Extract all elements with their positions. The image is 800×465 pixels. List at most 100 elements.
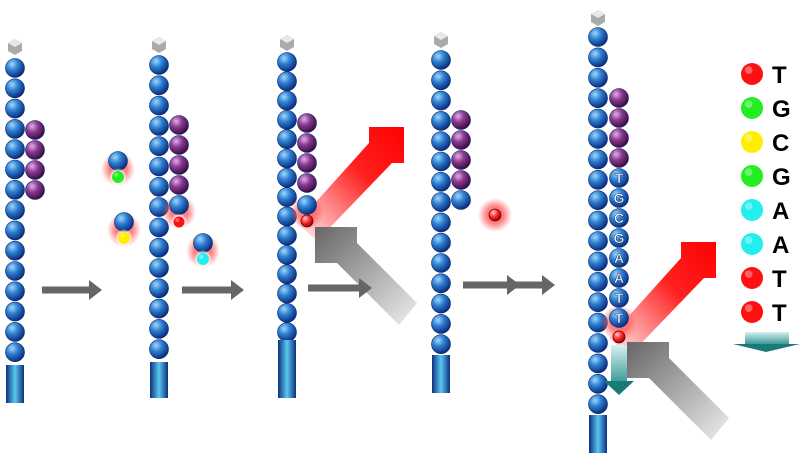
sequenced-base-letter: T: [615, 310, 624, 326]
legend-dot-core: [741, 63, 763, 85]
template-bead: [5, 98, 25, 119]
sequenced-base-bead: [609, 188, 629, 208]
template-bead: [431, 111, 451, 131]
strand-cap-icon: [8, 39, 22, 55]
primer-bead: [169, 175, 189, 195]
strand-anchor: [6, 365, 24, 403]
arrow-head: [359, 278, 372, 298]
legend-dot-highlight: [744, 66, 753, 74]
legend-letter: G: [772, 164, 791, 191]
template-bead: [431, 50, 451, 70]
nucleotide-label-dot: [194, 250, 212, 268]
template-bead: [149, 136, 169, 156]
primer-bead: [25, 120, 45, 140]
primer-bead: [169, 115, 189, 135]
primer-bead: [609, 88, 629, 108]
template-bead: [588, 170, 608, 190]
nucleotide-label-dot: [170, 213, 188, 231]
legend-dot: [738, 230, 766, 258]
primer-bead: [297, 113, 317, 133]
legend-dot-highlight: [744, 270, 753, 278]
template-bead: [431, 273, 451, 294]
arrow-head: [542, 275, 555, 295]
legend-letter: T: [772, 266, 787, 293]
nucleotide-label-dot-core: [118, 232, 130, 244]
legend-letter: T: [772, 300, 787, 327]
legend-dot-core: [741, 199, 763, 221]
legend-dot: [738, 162, 766, 190]
template-bead: [5, 220, 25, 241]
nucleotide-bead: [114, 212, 134, 232]
template-bead: [5, 261, 25, 281]
step-arrow-icon: [42, 280, 102, 300]
template-bead: [149, 278, 169, 299]
gray-arrow: [627, 342, 729, 440]
template-bead: [5, 322, 25, 342]
cap-top: [280, 35, 294, 43]
legend-dot-core: [741, 97, 763, 119]
template-bead: [588, 373, 608, 394]
template-bead: [5, 58, 25, 78]
gray-arrow: [315, 227, 417, 325]
legend-down-arrow-icon: [733, 332, 800, 352]
template-bead: [277, 303, 297, 323]
nucleotide-label-dot-core: [197, 253, 209, 265]
template-bead: [588, 47, 608, 68]
template-bead: [431, 151, 451, 172]
incorporated-nucleotide: [451, 190, 471, 210]
sequenced-base-letter: A: [614, 270, 624, 286]
template-bead: [149, 258, 169, 278]
primer-bead: [25, 180, 45, 200]
legend-dot-core: [741, 165, 763, 187]
legend-dot-highlight: [744, 236, 753, 244]
template-bead: [149, 237, 169, 258]
template-bead: [149, 75, 169, 96]
template-bead: [431, 334, 451, 355]
legend-arrow-head: [733, 344, 800, 352]
template-bead: [149, 217, 169, 238]
primer-bead: [297, 133, 317, 153]
legend-letter: G: [772, 96, 791, 123]
template-bead: [5, 119, 25, 139]
nucleotide-label-dot-highlight: [199, 254, 204, 259]
template-bead: [431, 293, 451, 314]
primer-bead: [169, 155, 189, 175]
template-bead: [277, 245, 297, 265]
primer-bead: [297, 173, 317, 193]
legend-dot-highlight: [744, 100, 753, 108]
template-bead: [277, 225, 297, 246]
template-bead: [149, 95, 169, 116]
template-bead: [149, 55, 169, 75]
template-bead: [431, 212, 451, 233]
template-bead: [277, 168, 297, 188]
cap-top: [152, 37, 166, 45]
cap-top: [8, 39, 22, 47]
strand-anchor: [432, 355, 450, 393]
template-bead: [149, 339, 169, 360]
sequenced-base-letter: T: [615, 290, 624, 306]
template-bead: [588, 394, 608, 415]
template-bead: [149, 298, 169, 319]
nucleotide-label-dot-core: [173, 216, 185, 228]
template-bead: [588, 129, 608, 149]
template-bead: [588, 231, 608, 251]
template-bead: [5, 240, 25, 261]
template-bead: [5, 159, 25, 180]
teal-shaft: [611, 345, 627, 383]
template-bead: [5, 342, 25, 363]
legend-dot-core: [741, 267, 763, 289]
template-bead: [5, 301, 25, 322]
nucleotide-label-dot-highlight: [120, 233, 125, 238]
template-bead: [277, 264, 297, 285]
strand-cap-icon: [280, 35, 294, 51]
template-bead: [588, 88, 608, 108]
step-arrow-icon: [182, 280, 244, 300]
template-bead: [588, 190, 608, 210]
nucleotide-bead: [108, 151, 128, 171]
template-bead: [588, 353, 608, 374]
template-bead: [588, 292, 608, 313]
sequenced-base-letter: A: [614, 250, 624, 266]
template-bead: [431, 314, 451, 334]
template-bead: [277, 148, 297, 169]
